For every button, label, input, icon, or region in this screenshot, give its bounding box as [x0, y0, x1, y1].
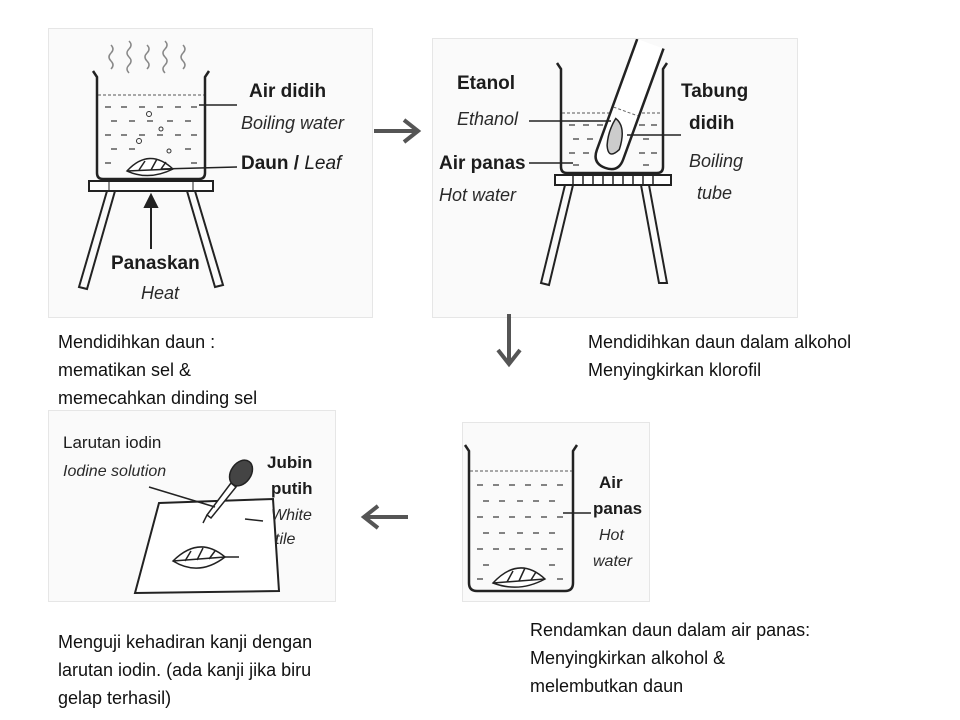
arrow-down-icon — [496, 314, 522, 368]
step1-diagram: Air didih Boiling water Daun / Leaf Pana… — [48, 28, 373, 318]
step4-caption-line: gelap terhasil) — [58, 688, 172, 708]
leaf — [171, 546, 239, 569]
label-boiling-water-en: Boiling water — [241, 113, 345, 133]
leaf — [491, 567, 547, 588]
step3-caption: Rendamkan daun dalam air panas: Menyingk… — [530, 616, 810, 700]
white-tile — [133, 497, 281, 595]
water-dashes — [477, 484, 563, 580]
label-ethanol-ms: Etanol — [457, 73, 516, 94]
label-tube-en-2: tube — [697, 183, 733, 203]
boiling-tube — [594, 39, 665, 171]
label-hot-water-en-1: Hot — [599, 527, 624, 544]
step1-caption: Mendidihkan daun : mematikan sel & memec… — [58, 328, 257, 412]
label-hot-water-en: Hot water — [439, 185, 517, 205]
label-heat-en: Heat — [141, 283, 180, 303]
arrow-left-icon — [360, 504, 408, 530]
water-dashes — [105, 106, 197, 164]
label-tile-ms-2: putih — [271, 479, 313, 498]
bubbles — [136, 111, 172, 154]
tripod-legs — [539, 184, 669, 287]
step4-diagram: Larutan iodin Iodine solution Jubin puti… — [48, 410, 336, 602]
label-iodine-en: Iodine solution — [63, 463, 167, 480]
step4-caption: Menguji kehadiran kanji dengan larutan i… — [58, 628, 312, 712]
step3-caption-line: Menyingkirkan alkohol & — [530, 648, 726, 668]
heat-arrow — [143, 192, 159, 249]
label-ethanol-en: Ethanol — [457, 109, 519, 129]
step1-illustration — [77, 40, 238, 291]
step2-illustration — [529, 39, 681, 287]
step2-caption: Mendidihkan daun dalam alkohol Menyingki… — [588, 328, 851, 384]
dropper — [202, 459, 254, 524]
leaf — [125, 157, 175, 177]
step3-illustration — [463, 444, 591, 593]
label-tube-ms-1: Tabung — [681, 81, 749, 102]
tube-leaf — [606, 117, 623, 155]
tripod-top — [88, 180, 214, 192]
label-hot-water-ms: Air panas — [439, 153, 526, 174]
label-tile-en-1: White — [271, 507, 312, 524]
label-leaf: Daun / Leaf — [241, 153, 341, 175]
step4-caption-line: Menguji kehadiran kanji dengan — [58, 632, 313, 652]
step2-caption-line: Mendidihkan daun dalam alkohol — [588, 332, 852, 352]
label-hot-water-ms-2: panas — [593, 499, 643, 518]
step1-caption-line: mematikan sel & — [58, 360, 192, 380]
label-tube-ms-2: didih — [689, 113, 735, 134]
step2-diagram: Etanol Ethanol Air panas Hot water Tabun… — [432, 38, 798, 318]
beaker — [555, 62, 669, 175]
step4-illustration — [133, 459, 281, 595]
arrow-right-icon — [374, 118, 422, 144]
label-heat-ms: Panaskan — [111, 253, 200, 274]
beaker — [91, 70, 211, 181]
step4-caption-line: larutan iodin. (ada kanji jika biru — [58, 660, 312, 680]
step2-caption-line: Menyingkirkan klorofil — [588, 360, 762, 380]
beaker — [463, 444, 579, 593]
tripod-legs — [77, 190, 225, 291]
label-hot-water-en-2: water — [593, 553, 633, 570]
step3-caption-line: Rendamkan daun dalam air panas: — [530, 620, 811, 640]
label-tube-en-1: Boiling — [689, 151, 744, 171]
step1-caption-line: memecahkan dinding sel — [58, 388, 258, 408]
label-tile-ms-1: Jubin — [267, 453, 313, 472]
label-hot-water-ms-1: Air — [599, 473, 623, 492]
label-boiling-water-ms: Air didih — [249, 81, 327, 102]
label-tile-en-2: tile — [275, 531, 296, 548]
step1-caption-line: Mendidihkan daun : — [58, 332, 216, 352]
steam-lines — [108, 40, 186, 74]
label-leaf-en: Leaf — [304, 153, 342, 174]
label-iodine-ms: Larutan iodin — [63, 433, 162, 452]
step3-diagram: Air panas Hot water — [462, 422, 650, 602]
step3-caption-line: melembutkan daun — [530, 676, 684, 696]
label-leaf-ms: Daun / — [241, 153, 305, 174]
